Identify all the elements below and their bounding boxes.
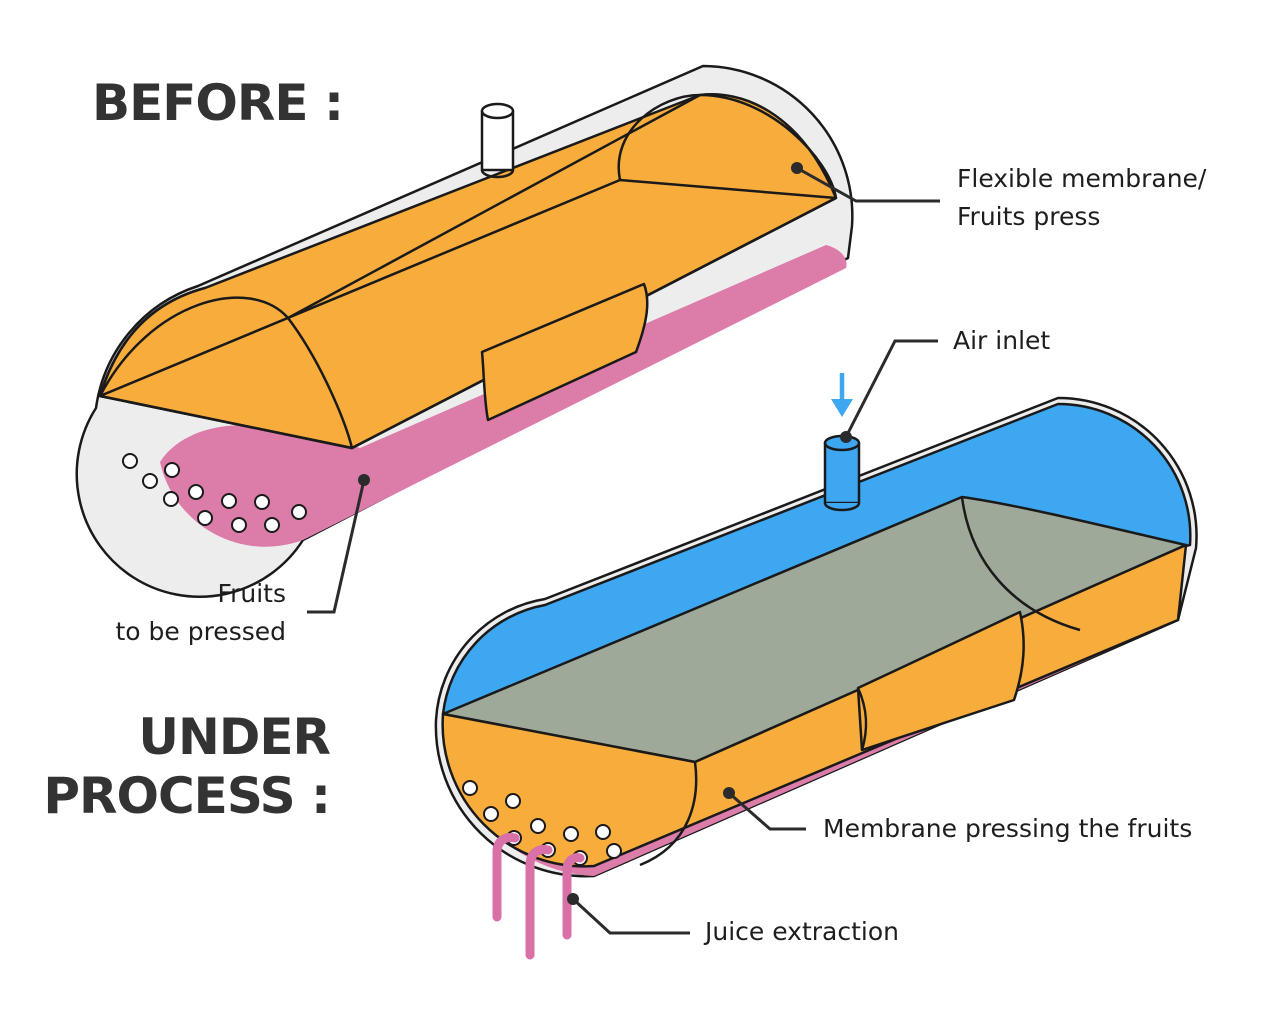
air-inlet-pipe (823, 434, 861, 512)
membrane-pressing-face-arc (639, 761, 698, 867)
heading-under-line1: UNDER (138, 708, 331, 766)
membrane-pressing-top (441, 495, 1188, 764)
label-fruits-line2: to be pressed (115, 616, 286, 646)
door-under-divider (856, 687, 868, 751)
leader-lines (307, 166, 940, 935)
label-membrane-line2: Fruits press (957, 201, 1101, 231)
label-flexible-membrane: Flexible membrane/ Fruits press (957, 160, 1206, 235)
door-before (480, 282, 649, 422)
leader-juice (571, 897, 690, 935)
fruit-circles (122, 453, 307, 533)
leader-dots (358, 162, 852, 905)
juice-pipes (492, 833, 585, 960)
membrane-pressing-right-arc (960, 496, 1081, 632)
top-pipe-before (480, 102, 515, 179)
heading-under-process: UNDER PROCESS : (43, 708, 331, 826)
leader-fruits (307, 479, 366, 614)
tank-under-process (434, 396, 1198, 960)
membrane-pressing-body (441, 543, 1188, 868)
heading-before: BEFORE : (92, 74, 344, 132)
tank-before (75, 64, 854, 598)
heading-under-line2: PROCESS : (43, 767, 331, 825)
door-under (856, 610, 1025, 752)
membrane-ridge-line (287, 93, 701, 320)
membrane-left-arc (98, 296, 354, 449)
membrane-right-arc (617, 93, 838, 199)
label-membrane-line1: Flexible membrane/ (957, 164, 1207, 193)
air-inflow-arrow-icon (831, 373, 853, 417)
label-membrane-pressing: Membrane pressing the fruits (823, 814, 1193, 843)
leader-air-inlet (844, 339, 938, 438)
label-fruits: Fruits to be pressed (115, 575, 286, 650)
label-fruits-line1: Fruits (217, 579, 286, 608)
leader-membrane (796, 166, 940, 203)
label-air-inlet: Air inlet (953, 326, 1051, 355)
label-juice-extraction: Juice extraction (705, 917, 900, 946)
leader-membrane-pressing (728, 791, 806, 831)
